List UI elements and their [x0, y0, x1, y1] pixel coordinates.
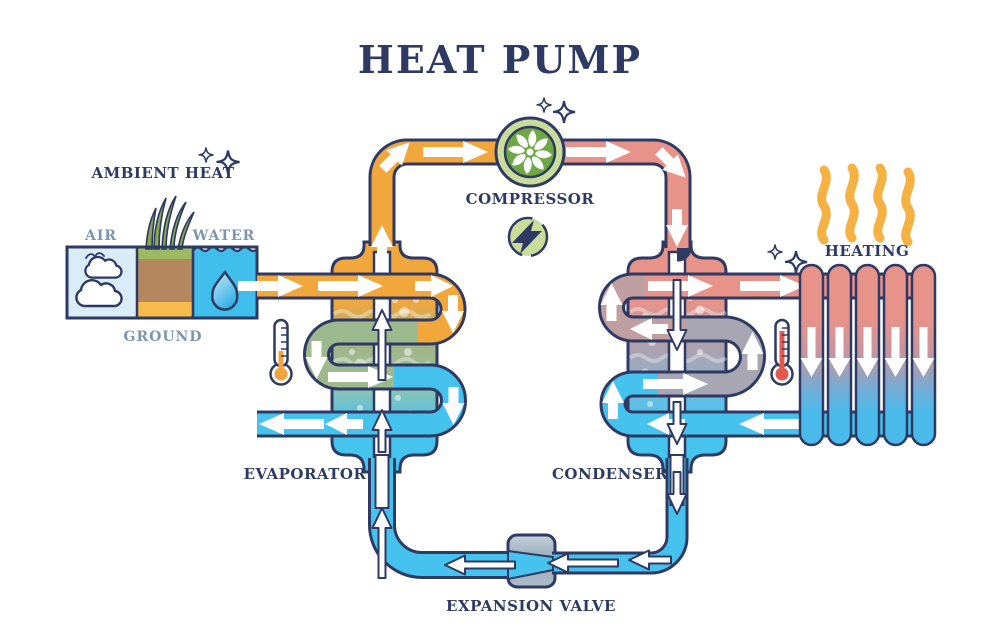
compressor-label: COMPRESSOR: [466, 190, 595, 208]
heating-label: HEATING: [825, 242, 910, 260]
evaporator-label: EVAPORATOR: [244, 465, 367, 483]
grass-icon: [145, 195, 195, 250]
ambient-heat-label: AMBIENT HEAT: [90, 164, 234, 182]
ambient-source-box: [65, 195, 259, 320]
condenser-label: CONDENSER: [552, 465, 668, 483]
ground-soil-layer: [137, 259, 193, 302]
expansion-valve-label: EXPANSION VALVE: [446, 597, 616, 615]
compressor-fan-icon: [508, 130, 552, 174]
water-drop-icon: [211, 270, 239, 311]
ground-grass-layer: [137, 247, 193, 259]
sparkles-icon: [197, 96, 809, 275]
valve-taper: [507, 549, 554, 581]
electric-power-icon: [507, 216, 549, 258]
ground-label: GROUND: [124, 329, 203, 345]
air-label: AIR: [84, 228, 117, 244]
evaporator-suction-inner: [374, 454, 390, 509]
radiator-icon: [798, 263, 937, 447]
water-label: WATER: [192, 228, 256, 244]
heat-waves-icon: [822, 168, 911, 242]
page-title: HEAT PUMP: [358, 37, 642, 82]
thermometer-cold-icon: [269, 318, 293, 386]
thermometer-hot-icon: [770, 318, 794, 386]
ground-sand-layer: [137, 302, 193, 318]
bird-icon: [85, 252, 105, 259]
compressor-unit: [494, 116, 566, 258]
